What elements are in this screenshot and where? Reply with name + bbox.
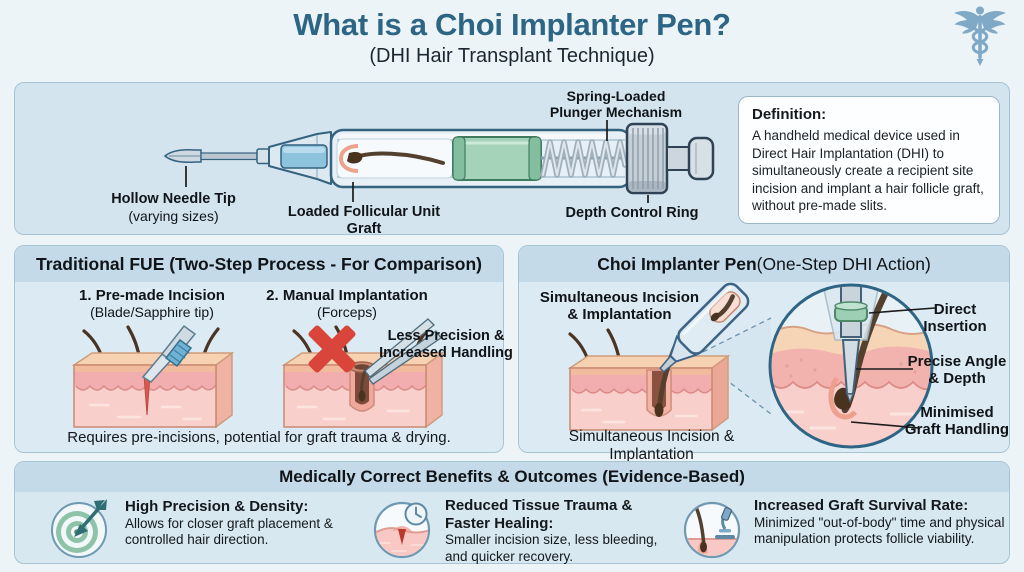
benefit-heading: Reduced Tissue Trauma & Faster Healing: <box>445 497 633 532</box>
microscope-glyph <box>715 507 735 539</box>
magnified-view <box>771 286 931 446</box>
choi-panel-title: Choi Implanter Pen (One-Step DHI Action) <box>519 246 1009 282</box>
benefit-item-precision: High Precision & Density: Allows for clo… <box>125 498 370 549</box>
forceps-illustration <box>281 318 445 429</box>
blade-tool <box>141 324 197 383</box>
fue-step1-sub: (Blade/Sapphire tip) <box>90 304 214 321</box>
needle-tip <box>163 148 270 165</box>
fue-panel-title: Traditional FUE (Two-Step Process - For … <box>15 246 503 282</box>
page-title: What is a Choi Implanter Pen? <box>293 7 731 42</box>
label-hollow-needle: Hollow Needle Tip (varying sizes) <box>111 191 236 224</box>
benefits-panel-title: Medically Correct Benefits & Outcomes (E… <box>15 462 1009 492</box>
follicle-sheath <box>338 144 359 173</box>
label-direct-insertion: Direct Insertion <box>923 301 987 336</box>
label-minimised-handling: Minimised Graft Handling <box>904 404 1010 439</box>
benefit-item-survival: Increased Graft Survival Rate: Minimized… <box>754 497 1006 548</box>
choi-insertion-illustration <box>567 282 750 432</box>
benefit-heading: Increased Graft Survival Rate: <box>754 497 969 514</box>
label-loaded-graft: Loaded Follicular Unit Graft <box>287 204 441 237</box>
choi-caption: Simultaneous Incision & Implantation <box>568 428 735 463</box>
leader-lines <box>185 120 649 203</box>
definition-body: A handheld medical device used in Direct… <box>752 128 984 214</box>
benefits-panel: Medically Correct Benefits & Outcomes (E… <box>14 461 1010 564</box>
implanter-pen-angled <box>659 282 750 373</box>
label-simultaneous: Simultaneous Incision & Implantation <box>539 289 700 324</box>
fue-step2-sub: (Forceps) <box>317 304 377 321</box>
magnifier-cone <box>695 318 771 414</box>
choi-pen-panel: Choi Implanter Pen (One-Step DHI Action) <box>518 245 1010 463</box>
fue-caption: Requires pre-incisions, potential for gr… <box>67 429 451 446</box>
depth-control-ring <box>625 122 669 195</box>
clock-incision-icon <box>373 501 431 559</box>
definition-box: Definition: A handheld medical device us… <box>738 96 1000 224</box>
plunger <box>666 136 715 181</box>
label-hollow-needle-sub: (varying sizes) <box>128 207 219 224</box>
implanter-pen-diagram <box>163 120 715 203</box>
fue-step1-label: 1. Pre-made Incision (Blade/Sapphire tip… <box>79 287 225 321</box>
benefit-body: Minimized "out-of-body" time and physica… <box>754 514 1005 547</box>
benefit-body: Smaller incision size, less bleeding, an… <box>445 532 658 564</box>
fue-illustrations <box>71 318 445 429</box>
benefit-item-healing: Reduced Tissue Trauma & Faster Healing: … <box>445 497 673 565</box>
traditional-fue-panel: Traditional FUE (Two-Step Process - For … <box>14 245 513 453</box>
caduceus-icon <box>954 6 1006 66</box>
choi-leader-lines <box>850 307 936 429</box>
benefit-heading: High Precision & Density: <box>125 498 309 515</box>
fue-step2-label: 2. Manual Implantation (Forceps) <box>266 287 428 321</box>
magnifier-ring <box>768 283 934 449</box>
fue-warning-label: Less Precision & Increased Handling <box>379 328 513 361</box>
page-subtitle: (DHI Hair Transplant Technique) <box>369 45 655 67</box>
definition-heading: Definition: <box>752 106 827 123</box>
label-depth-ring: Depth Control Ring <box>565 205 699 221</box>
choi-illustrations <box>567 282 936 449</box>
incision-illustration <box>71 324 235 429</box>
label-spring-plunger: Spring-Loaded Plunger Mechanism <box>549 88 683 121</box>
spring <box>540 139 628 178</box>
pen-anatomy-panel: Spring-Loaded Plunger Mechanism Hollow N… <box>14 82 1010 237</box>
target-arrow-icon <box>51 499 107 558</box>
forceps-tool <box>364 318 442 385</box>
label-precise-angle: Precise Angle & Depth <box>907 353 1007 388</box>
piston <box>452 136 542 181</box>
red-x-mark <box>308 325 356 373</box>
microscope-follicle-icon <box>683 501 741 559</box>
benefit-body: Allows for closer graft placement & cont… <box>125 515 333 548</box>
